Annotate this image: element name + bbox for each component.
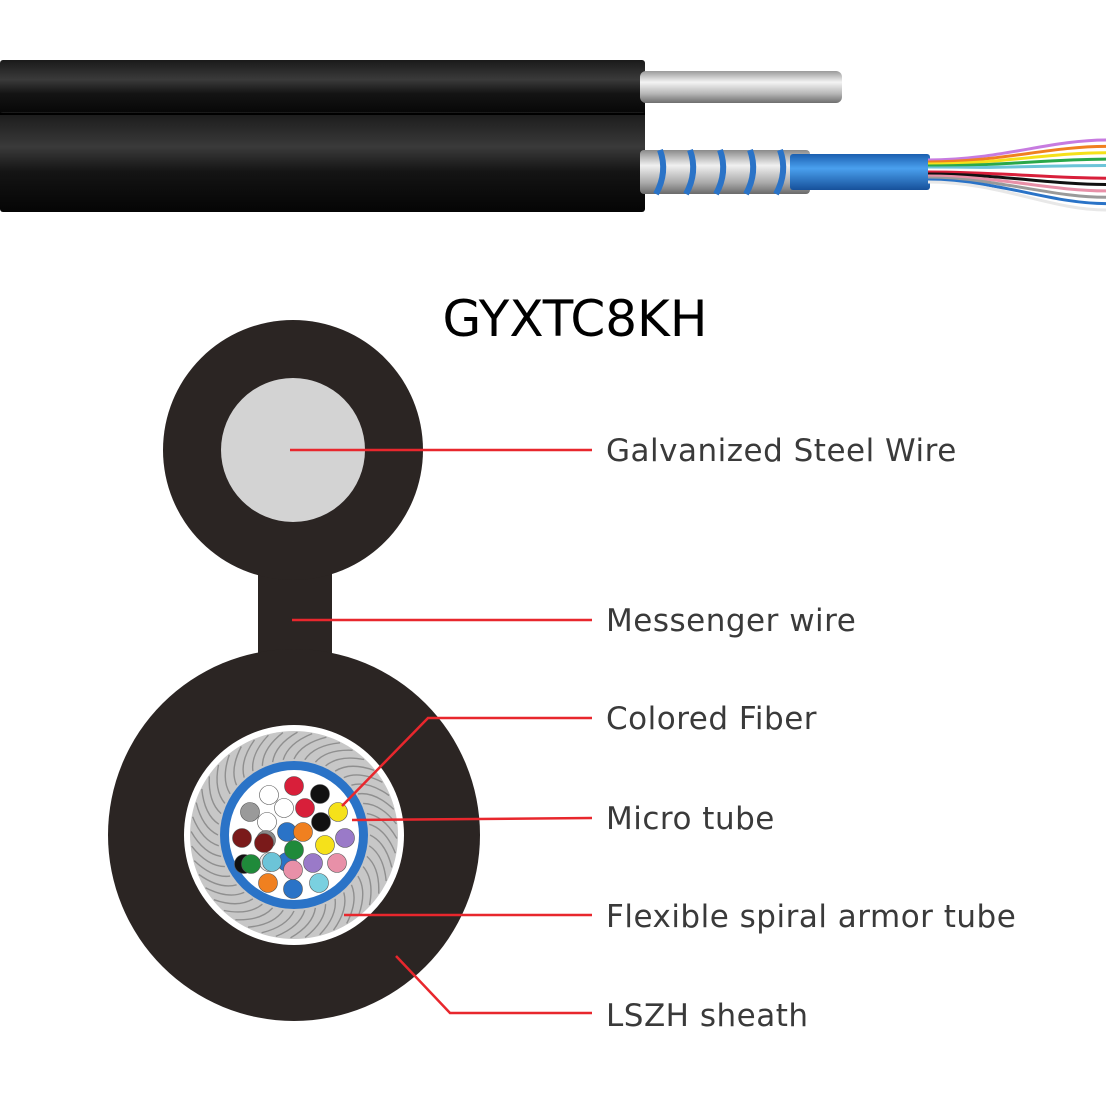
page-title: GYXTC8KH <box>443 290 708 348</box>
exposed-fiber <box>927 157 1107 168</box>
exposed-fiber <box>927 180 1107 212</box>
leader-micro-tube <box>351 816 593 822</box>
label-messenger-wire: Messenger wire <box>606 603 856 639</box>
armor-spiral <box>653 148 787 196</box>
armor-spiral-line <box>282 732 313 761</box>
armor-spiral-line <box>251 734 269 772</box>
armor-spiral-line <box>213 898 254 905</box>
armor-spiral-line <box>343 774 383 783</box>
colored-fiber <box>283 879 303 899</box>
armor-spiral-line <box>366 812 398 839</box>
armor-spiral-line <box>362 866 372 906</box>
armor-spiral-line <box>368 823 397 854</box>
colored-fiber <box>295 798 315 818</box>
label-lszh-sheath: LSZH sheath <box>606 998 809 1034</box>
exposed-fibers <box>927 138 1107 212</box>
armor-spiral-line <box>191 816 220 847</box>
armor-spiral-line <box>293 736 327 760</box>
colored-fiber <box>232 828 252 848</box>
exposed-fiber <box>927 170 1107 180</box>
label-micro-tube: Micro tube <box>606 801 775 837</box>
armor-spiral-line <box>235 907 274 921</box>
label-flexible-spiral-armor-tube: Flexible spiral armor tube <box>606 899 1016 935</box>
colored-fiber <box>293 822 313 842</box>
colored-fiber <box>303 853 323 873</box>
leader-lines <box>290 448 593 1015</box>
colored-fiber <box>241 854 261 874</box>
armor-spiral-line <box>314 749 353 763</box>
armor-spiral-line <box>271 731 298 763</box>
armor-spiral-line <box>346 884 355 924</box>
colored-fiber <box>259 785 279 805</box>
exposed-fiber <box>927 164 1107 170</box>
armor-spiral-line <box>193 860 231 878</box>
armor-spiral-line <box>247 909 284 928</box>
colored-fiber <box>335 828 355 848</box>
armor-spiral-line <box>368 845 387 882</box>
colored-fiber <box>254 833 274 853</box>
armor-spiral-line <box>319 898 337 936</box>
exposed-fiber <box>927 151 1107 166</box>
armor-spiral-line <box>223 903 263 913</box>
exposed-steel-wire <box>640 71 842 103</box>
exposed-fiber <box>927 138 1107 162</box>
armor-spiral-line <box>261 910 295 934</box>
exposed-fiber <box>927 168 1107 174</box>
exposed-fiber <box>927 178 1107 206</box>
colored-fiber <box>311 812 331 832</box>
armor-spiral-line <box>304 742 341 761</box>
exposed-fiber <box>927 172 1107 186</box>
colored-fiber <box>240 802 260 822</box>
colored-fiber <box>262 852 282 872</box>
armor-spiral-line <box>332 892 346 931</box>
armor-spiral-line <box>201 788 220 825</box>
armor-spiral-line <box>205 887 245 896</box>
armor-spiral-line <box>357 792 395 810</box>
armor-spiral-line <box>369 834 393 868</box>
armor-spiral-line <box>216 764 226 804</box>
messenger-jacket <box>0 60 645 116</box>
armor-spiral-line <box>334 765 375 772</box>
armor-spiral-line <box>275 909 306 938</box>
colored-fiber <box>328 802 348 822</box>
armor-spiral-line <box>325 757 365 767</box>
colored-fiber <box>284 776 304 796</box>
armor-spiral-line <box>195 802 219 836</box>
cable-jacket <box>0 112 645 212</box>
armor-spiral-line <box>198 873 237 887</box>
armor-spiral-line <box>191 845 225 868</box>
colored-fiber <box>309 873 329 893</box>
colored-fiber <box>284 840 304 860</box>
colored-fibers <box>232 776 355 899</box>
colored-fiber <box>274 798 294 818</box>
armor-spiral-line <box>261 732 284 766</box>
armor-spiral-line <box>304 904 327 938</box>
exposed-fiber <box>927 176 1107 199</box>
colored-fiber <box>257 812 277 832</box>
armor-spiral-line <box>366 855 380 894</box>
exposed-fiber <box>927 174 1107 193</box>
colored-fiber <box>310 784 330 804</box>
label-colored-fiber: Colored Fiber <box>606 701 817 737</box>
armor-spiral-lines <box>190 731 398 939</box>
colored-fiber <box>327 853 347 873</box>
exposed-micro-tube <box>790 154 930 190</box>
armor-spiral-line <box>224 754 231 795</box>
colored-fiber <box>258 873 278 893</box>
cable-side-view <box>0 60 1107 212</box>
colored-fiber <box>283 860 303 880</box>
armor-spiral-line <box>233 746 242 786</box>
label-galvanized-steel-wire: Galvanized Steel Wire <box>606 433 957 469</box>
armor-spiral-line <box>208 776 222 815</box>
armor-spiral-line <box>351 783 390 797</box>
armor-spiral-line <box>190 831 222 858</box>
armor-spiral-line <box>357 875 364 916</box>
colored-fiber <box>315 835 335 855</box>
leader-colored-fiber <box>341 716 592 807</box>
armor-spiral-line <box>290 907 317 939</box>
armor-spiral-line <box>242 739 256 778</box>
exposed-fiber <box>927 144 1107 164</box>
leader-sheath <box>395 955 592 1015</box>
